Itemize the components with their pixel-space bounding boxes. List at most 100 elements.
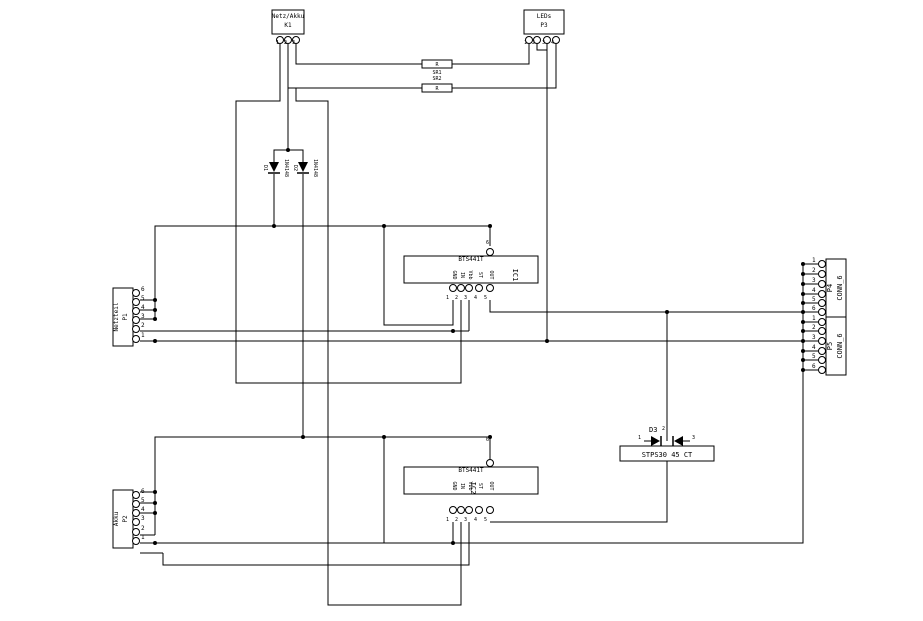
pin-circle — [132, 316, 140, 324]
pin-number: 4 — [551, 40, 554, 46]
pin-circle — [132, 537, 140, 545]
pin-circle — [132, 528, 140, 536]
pin-number: 5 — [484, 295, 487, 301]
junction-dot — [272, 224, 276, 228]
pin-circle — [132, 325, 140, 333]
connector-p3-name: LEDs — [537, 13, 552, 20]
wire — [803, 263, 818, 313]
pin-number: 2 — [141, 525, 145, 532]
resistor-sr1-ref: SR1 — [432, 70, 441, 76]
pin-number: 1 — [141, 534, 145, 541]
pin-number: 3 — [292, 40, 295, 46]
pin-number: 4 — [474, 517, 477, 523]
connector-p3: LEDs P3 1 2 3 4 — [523, 9, 565, 46]
pin-number: 1 — [446, 517, 449, 523]
wire — [288, 149, 304, 162]
diode-d3-triangle-left — [651, 436, 660, 446]
junction-dot — [301, 435, 305, 439]
diode-d3-value: STPS30 45 CT — [642, 451, 693, 459]
diode-d1: D1 1N4148 — [262, 159, 289, 177]
pin-name: IN — [459, 483, 465, 489]
pin-circle — [449, 284, 457, 292]
pin-number: 2 — [455, 517, 458, 523]
pin-circle — [818, 347, 826, 355]
pin-circle — [457, 506, 465, 514]
pin-number: 5 — [812, 353, 816, 360]
pin-circle — [449, 506, 457, 514]
connector-p2-body — [112, 489, 134, 549]
resistor-sr2-ref: SR2 — [432, 76, 441, 82]
pin-number: 4 — [812, 287, 816, 294]
ic-ic1-body — [403, 255, 539, 284]
pin-number: 6 — [486, 240, 489, 246]
junction-dot — [488, 435, 492, 439]
pin-name: Vbb — [467, 481, 473, 490]
pin-number: 4 — [141, 304, 145, 311]
pin-circle — [486, 506, 494, 514]
wire — [154, 225, 491, 319]
diode-d2-ref: D2 — [292, 165, 298, 171]
pin-number: 6 — [812, 363, 816, 370]
pin-circle — [465, 506, 473, 514]
junction-dot — [665, 310, 669, 314]
pin-number: 3 — [141, 515, 145, 522]
ic-ic2-body — [403, 466, 539, 495]
junction-dot — [286, 148, 290, 152]
pin-number: 3 — [692, 435, 695, 441]
pin-number: 1 — [638, 435, 641, 441]
pin-number: 6 — [812, 305, 816, 312]
pin-circle — [486, 459, 494, 467]
pin-circle — [486, 248, 494, 256]
junction-dot — [545, 339, 549, 343]
connector-p5-ref: P5 — [826, 342, 834, 350]
resistor-sr2-value: R — [435, 86, 439, 92]
pin-number: 2 — [812, 267, 816, 274]
junction-dot — [382, 224, 386, 228]
pin-number: 2 — [141, 322, 145, 329]
pin-circle — [132, 298, 140, 306]
pin-circle — [818, 308, 826, 316]
junction-dot — [488, 224, 492, 228]
pin-circle — [475, 506, 483, 514]
connector-p5: P5 CONN_6 1 2 3 4 5 6 — [803, 315, 847, 376]
pin-number: 6 — [486, 437, 489, 443]
connector-p5-name: CONN_6 — [836, 333, 844, 358]
pin-number: 3 — [141, 313, 145, 320]
connector-p4-name: CONN_6 — [836, 275, 844, 300]
pin-circle — [132, 307, 140, 315]
pin-name: OUT — [488, 481, 494, 490]
pin-number: 2 — [662, 426, 665, 432]
pin-number: 5 — [141, 295, 145, 302]
pin-circle — [818, 290, 826, 298]
ic-ic2: BTS441T IC2 6 GND IN Vbb ST OUT 1 2 3 4 … — [403, 437, 539, 523]
pin-number: 3 — [464, 295, 467, 301]
pin-number: 3 — [542, 40, 545, 46]
pin-name: ST — [477, 272, 483, 278]
pin-circle — [543, 36, 551, 44]
wire — [140, 491, 163, 554]
pin-circle — [818, 270, 826, 278]
pin-circle — [818, 260, 826, 268]
resistor-sr2-body — [421, 83, 453, 93]
wire — [452, 44, 530, 65]
wires — [154, 44, 804, 606]
connector-k1: Netz/Akku K1 1 2 3 — [271, 9, 305, 46]
ic-ic2-name: BTS441T — [458, 467, 484, 474]
wire — [383, 226, 454, 326]
pin-circle — [818, 356, 826, 364]
wire — [295, 88, 462, 606]
pin-name: OUT — [488, 270, 494, 279]
pin-circle — [818, 280, 826, 288]
pin-number: 1 — [812, 257, 816, 264]
pin-number: 1 — [276, 40, 279, 46]
connector-p1-ref: P1 — [122, 313, 129, 321]
pin-circle — [284, 36, 292, 44]
pin-number: 1 — [446, 295, 449, 301]
connector-p3-body — [523, 9, 565, 35]
pin-circle — [818, 366, 826, 374]
pin-number: 4 — [812, 344, 816, 351]
diode-d1-value: 1N4148 — [283, 159, 289, 177]
wire — [235, 44, 462, 384]
diode-d2-value: 1N4148 — [312, 159, 318, 177]
